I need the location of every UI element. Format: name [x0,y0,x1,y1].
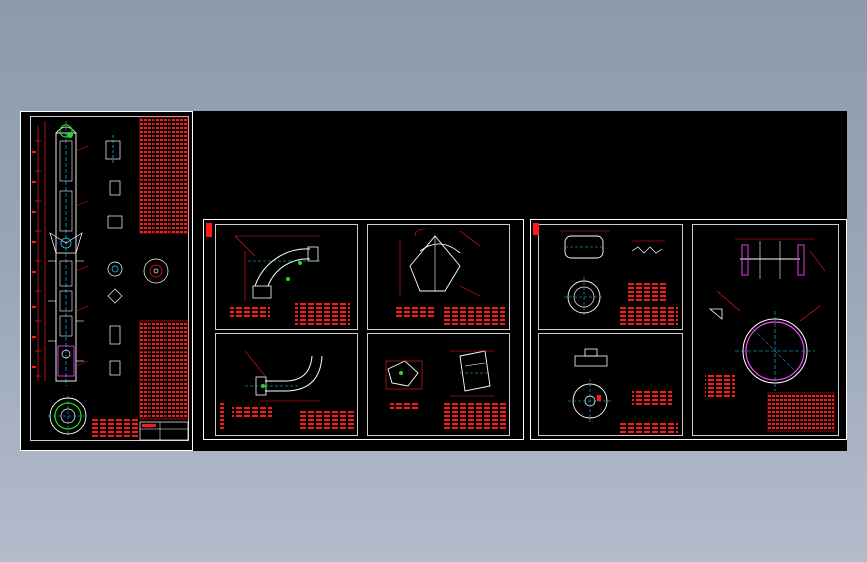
vessel-plan-view [48,396,88,436]
sheet-1-frame [30,116,189,441]
shell-panel [692,224,839,436]
cad-drawing-viewport[interactable] [20,111,847,451]
sheet-2-border [203,219,524,440]
flange-panel-2 [538,333,683,436]
vessel-technical-tables [90,116,189,441]
sheet-2-marker [206,223,212,237]
sheet-3-border [530,219,847,440]
vessel-elevation [32,121,89,386]
elbow-panel-1 [215,224,358,330]
flange-panel-1 [538,224,683,330]
vessel-detail-views [105,135,169,376]
cad-drawing-canvas [20,111,847,451]
elbow-panel-3 [215,333,358,436]
sheet-1-vessel-assembly[interactable] [20,111,193,451]
elbow-panel-4 [367,333,510,436]
sheet-3-marker [533,223,539,235]
sheet-1-border [20,111,193,451]
elbow-panel-2 [367,224,510,330]
sheet-2-elbow-details[interactable] [203,219,524,440]
sheet-3-flange-shell-details[interactable] [530,219,847,440]
